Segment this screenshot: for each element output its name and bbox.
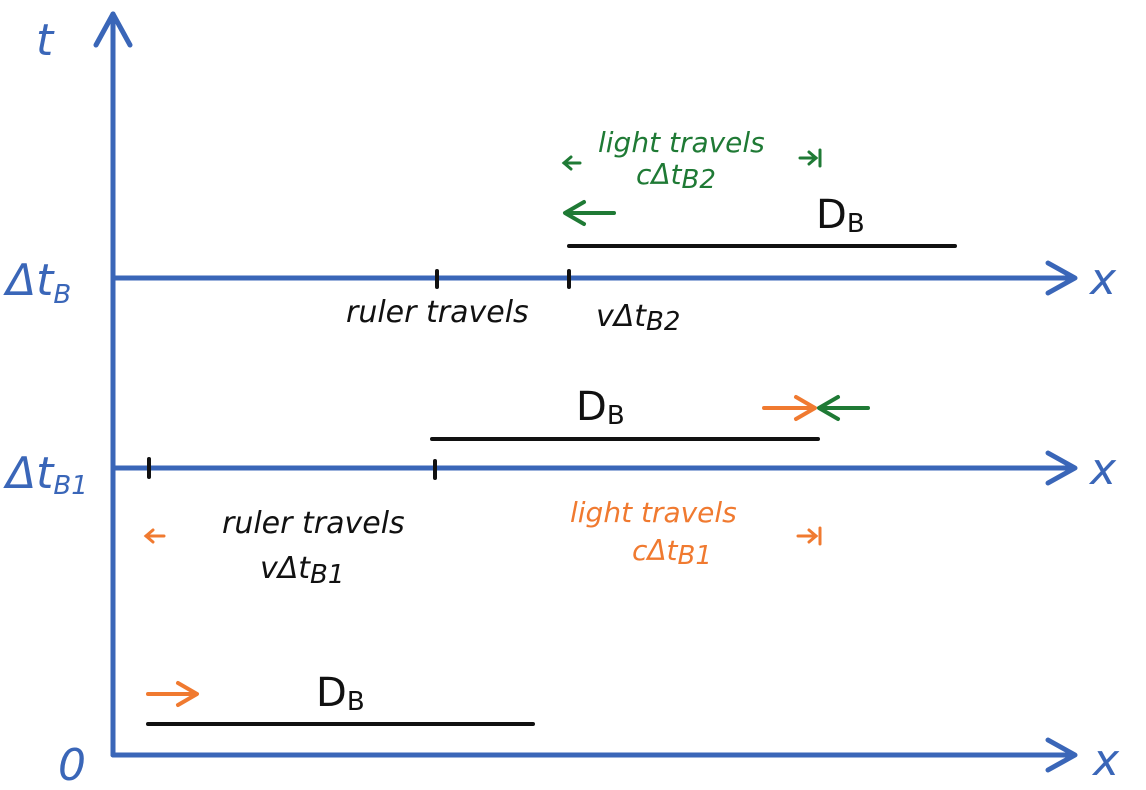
c-dt-b2-label: cΔtB2 bbox=[636, 158, 716, 195]
t-axis bbox=[93, 11, 133, 758]
db-label-t0: DB bbox=[316, 670, 365, 717]
light-arrow-forward-tb1 bbox=[762, 395, 817, 421]
tick-label-tb: ΔtB bbox=[3, 255, 71, 310]
light-arrow-back-tb1 bbox=[817, 395, 870, 421]
orange-span-marker-right bbox=[796, 526, 822, 546]
t-axis-label: t bbox=[36, 15, 55, 66]
v-dt-b1-label: vΔtB1 bbox=[260, 551, 344, 590]
orange-span-marker-left bbox=[143, 528, 166, 544]
light-travels-label-tb1: light travels bbox=[570, 496, 737, 529]
ruler-travels-label-tb: ruler travels bbox=[346, 295, 529, 330]
db-label-tb1: DB bbox=[576, 384, 625, 431]
ruler-travels-label-tb1: ruler travels bbox=[222, 506, 405, 541]
x-axis-label-tb: x bbox=[1088, 254, 1117, 305]
x-axis-label-origin: x bbox=[1091, 735, 1120, 786]
x-axis-tb bbox=[110, 260, 1078, 296]
c-dt-b1-label: cΔtB1 bbox=[632, 534, 712, 571]
origin-label: 0 bbox=[58, 740, 86, 790]
x-axis-tb1 bbox=[110, 450, 1078, 486]
tick-label-tb1: ΔtB1 bbox=[3, 448, 88, 501]
x-axis-origin bbox=[110, 737, 1078, 773]
green-span-marker-left bbox=[561, 155, 582, 171]
light-arrow-forward-t0 bbox=[146, 681, 199, 707]
v-dt-b2-label: vΔtB2 bbox=[596, 299, 680, 337]
green-span-marker-right bbox=[798, 148, 822, 168]
x-axis-label-tb1: x bbox=[1088, 444, 1117, 495]
light-travels-label-tb: light travels bbox=[598, 126, 765, 159]
light-arrow-back-tb bbox=[563, 200, 616, 226]
db-label-tb: DB bbox=[816, 192, 865, 239]
